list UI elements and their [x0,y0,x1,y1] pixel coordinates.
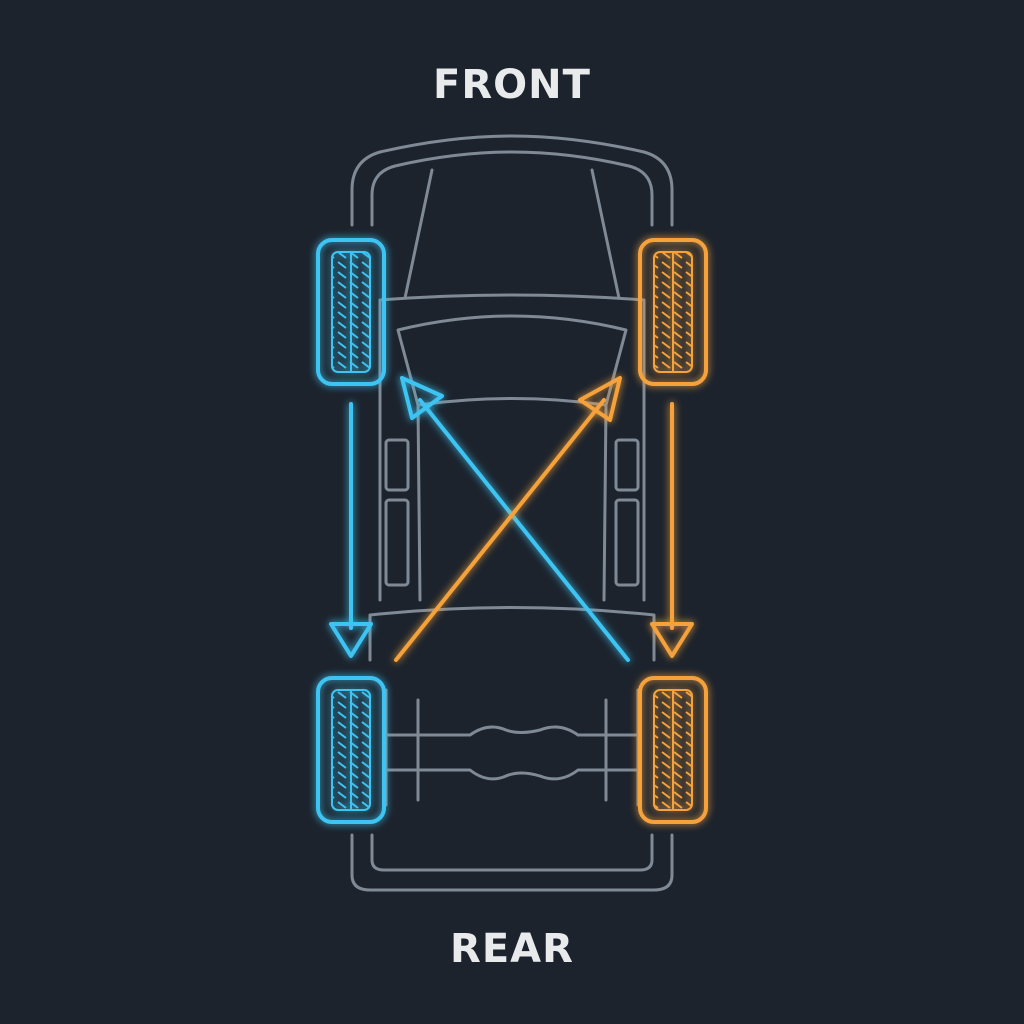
tire-icon [316,238,386,386]
arrow-rear-left-to-front-right [394,376,622,662]
car-rear-body-right [604,688,640,807]
rear-label: REAR [450,926,574,972]
car-roof-front [416,403,422,602]
car-roof-rear [602,403,608,602]
arrow-icon [650,622,694,658]
front-label: FRONT [433,62,591,108]
car-outline-icon [350,134,674,892]
car-rear-bumper [350,833,674,892]
car-hood-base [378,293,646,332]
arrow-rear-right-to-front-left [400,376,630,662]
tire-icon [638,238,708,386]
arrow-front-right-to-rear-right [650,402,694,658]
car-rear-window [368,606,656,662]
tire-rear-left [316,676,386,824]
tire-front-left [316,238,386,386]
tire-rear-right [638,676,708,824]
arrow-front-left-to-rear-left [329,402,373,658]
tire-front-right [638,238,708,386]
car-rear-bumper-inner [370,833,654,872]
car-rear-axle [384,725,640,781]
arrow-icon [329,622,373,658]
car-left-window-front [384,438,410,492]
car-left-window-rear [384,498,410,587]
car-front-frame [350,134,674,227]
tire-icon [638,676,708,824]
car-right-window-rear [614,498,640,587]
car-rear-body-left [384,688,420,807]
arrow-icon [578,376,622,422]
arrow-icon [400,376,444,420]
car-hood [403,168,621,300]
car-windshield [396,314,628,407]
car-front-inner-frame [370,150,654,227]
car-right-window-front [614,438,640,492]
tire-icon [316,676,386,824]
